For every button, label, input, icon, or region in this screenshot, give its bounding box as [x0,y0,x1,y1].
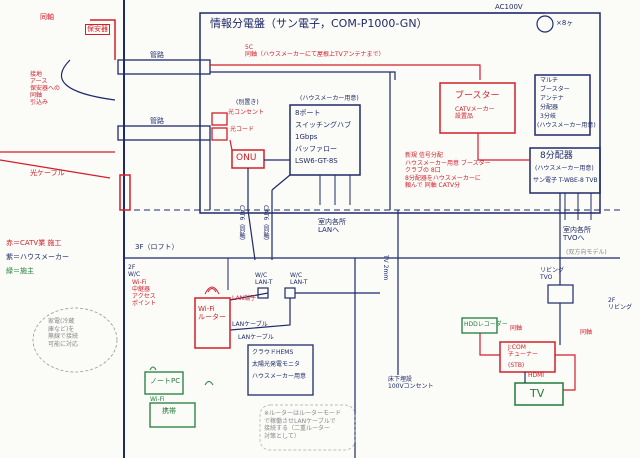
hub-to-rooms: 室内各所 LANへ [318,218,346,235]
jcom-doukou-a: 同軸 [510,325,523,332]
wall-outlet-b: W/C LAN-T [290,272,308,286]
hub-line-4: LSW6-GT-8S [295,157,338,165]
hub-line-0: 8ポート [295,109,321,117]
floor-2f-wc: 2F W/C [128,264,141,278]
red-notes: 新規 信号分配 ハウスメーカー用意 ブースター クラブの 8口 8分配器をハウス… [405,152,491,189]
phone-label: 携帯 [162,407,176,415]
legend-navy: 紫＝ハウスメーカー [6,253,69,261]
hub-line-3: バッファロー [295,145,337,153]
lan-port-label: LAN端子 [232,295,257,302]
jcom-label: J:COM チューナー [508,344,539,358]
lan-cable-label: LANケーブル [232,321,268,328]
pink-note: 家電(冷蔵 庫など)を 無線で接続 可能に対応 [48,318,79,348]
onu-note: (別置き) [236,99,259,106]
floor-3f: 3F（ロフト） [135,243,179,251]
panel-title: 情報分電盤（サン電子，COM-P1000-GN） [210,17,428,30]
floor-2f-right: 2F リビング [608,297,633,311]
hems-line-2: ハウスメーカー用意 [252,373,307,380]
hdmi-label: HDMI [528,372,545,379]
ac-label: AC100V [495,3,523,11]
living-tvo: リビング TVO [540,267,565,281]
cat6-label-0: CAT6（同軸） [238,205,245,245]
multi-line-5: (ハウスメーカー用意) [537,122,596,129]
legend-red: 赤＝CATV業 施工 [6,239,62,247]
multi-line-0: マルチ [540,77,559,84]
wifi-router-label: Wi-Fi ルーター [198,305,226,322]
jcom-doukou-b: 同軸 [580,329,593,336]
splitter-line-1: (ハウスメーカー用意) [535,165,594,172]
hoanki-box: 保安器 [85,24,110,35]
pc-label: ノートPC [150,377,181,385]
legend-green: 緑＝施主 [6,267,34,275]
hikari-cord-label: 光コード [230,126,255,133]
kanro-label-2: 管路 [150,117,164,125]
booster-sub: CATVメーカー 設置品 [455,106,495,121]
multi-line-1: ブースター [540,86,570,93]
outer-cable-label: 光ケーブル [30,169,65,177]
onu-label: ONU [236,153,257,163]
tv-cable-label: TV 2mm [382,255,389,281]
bottom-note: ※ルーターはルーターモード で稼働させLANケーブルで 接続する（二重ルーター … [264,410,342,440]
hdd-recorder: HDDレコーダー [464,321,508,328]
multi-line-2: アンテナ [540,95,564,102]
multi-line-4: 3分岐 [540,113,556,120]
label-doukou-top: 同軸 [40,13,54,21]
cat6-label-1: CAT6（同軸） [262,205,269,245]
hub-line-1: スイッチングハブ [295,121,351,129]
outlet-count: ×8ヶ [556,19,574,27]
hub-header: (ハウスメーカー用意) [300,95,359,102]
booster-label: ブースター [455,91,500,101]
top-coax-note: 5C 同軸（ハウスメーカーにて屋根上TVアンテナまで） [245,44,385,59]
jcom-stb: (STB) [508,362,525,369]
hems-line-1: 太陽光発電モニタ [252,361,301,368]
kanro-label-1: 管路 [150,51,164,59]
wifi-ap-note: Wi-Fi 中継器 アクセス ポイント [132,279,157,307]
hems-line-0: クラウドHEMS [252,349,294,356]
lan-cable-label-2: LANケーブル [238,334,274,341]
wall-outlet-a: W/C LAN-T [255,272,273,286]
splitter-line-2: サン電子 T-WBE-8 TVB [533,177,598,184]
hikari-outlet-label: 光コンセント [228,109,265,116]
multi-line-3: 分配器 [540,104,559,111]
cable-tv-note: 接地 アース 保安器への 同軸 引込み [30,71,61,106]
splitter-to-rooms: 室内各所 TVOへ [563,226,591,243]
splitter-line-0: 8分配器 [540,151,573,161]
splitter-note: (双方向モデル) [566,249,607,256]
hub-line-2: 1Gbps [295,133,318,141]
tv-label: TV [530,387,545,400]
phone-wifi: Wi-Fi [150,396,165,403]
floor-outlet-note: 床下埋設 100Vコンセント [388,376,434,391]
